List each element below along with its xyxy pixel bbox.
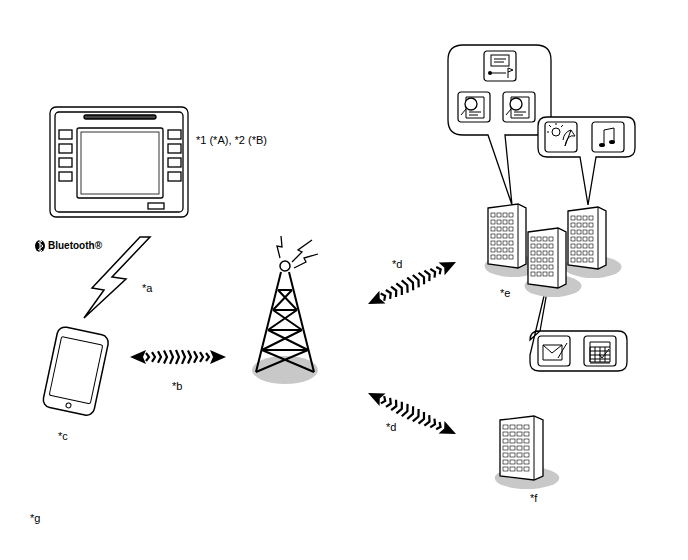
- bluetooth-logo: [35, 240, 45, 252]
- radio-tower: [252, 236, 318, 384]
- callout-number: *d: [386, 421, 396, 433]
- service-icon: [484, 51, 516, 81]
- service-icon: [545, 122, 577, 152]
- service-icon: [584, 336, 616, 366]
- buildings: [485, 204, 622, 489]
- callout-number: *c: [58, 430, 68, 442]
- building: [485, 204, 542, 277]
- signal-arrow: [365, 387, 459, 441]
- building: [525, 228, 582, 297]
- callout-number: *g: [30, 512, 40, 524]
- service-icon: [538, 336, 570, 366]
- building: [495, 416, 560, 489]
- callout-number: *a: [142, 282, 152, 294]
- signal-arrow: [365, 256, 459, 311]
- service-icon: [458, 92, 490, 122]
- building: [565, 207, 622, 278]
- service-bubbles: [448, 45, 635, 371]
- callout-number: *e: [500, 287, 510, 299]
- callout-number: *1 (*A), *2 (*B): [196, 134, 267, 146]
- signal-arrow: [130, 350, 226, 364]
- service-icons: [458, 51, 624, 366]
- callout-number: *b: [172, 380, 182, 392]
- smartphone: [42, 326, 110, 417]
- callout-number: *d: [392, 258, 402, 270]
- service-icon: [503, 92, 535, 122]
- callout-number: *f: [530, 492, 537, 504]
- service-icon: [592, 122, 624, 152]
- bluetooth-label: Bluetooth®: [48, 240, 102, 251]
- signal-arrows: [130, 256, 459, 441]
- head-unit: [50, 107, 188, 217]
